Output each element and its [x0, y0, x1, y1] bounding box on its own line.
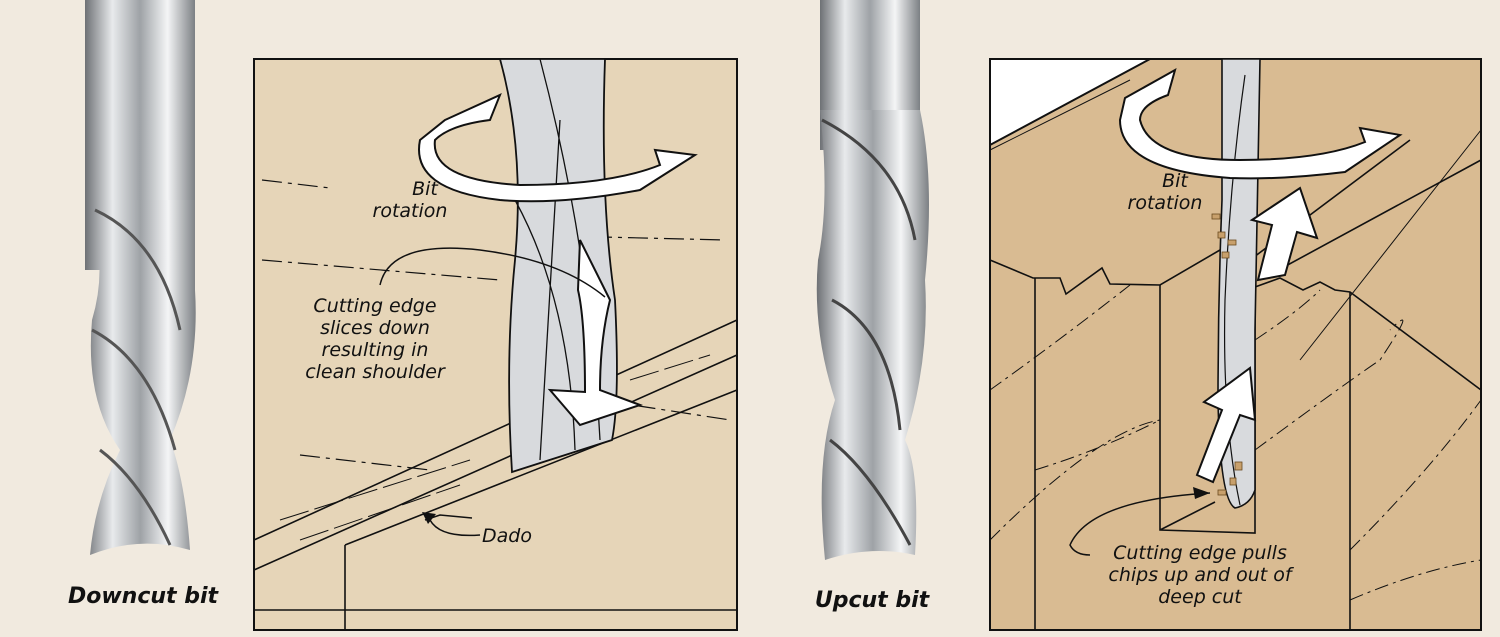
upward-arrow-bottom [1195, 366, 1257, 484]
downcut-bit-photo [85, 0, 196, 555]
label-line: rotation [372, 200, 448, 222]
label-line: Cutting edge [313, 295, 437, 317]
upcut-bit-caption: Upcut bit [814, 588, 930, 613]
downcut-diagram [253, 58, 738, 631]
label-line: rotation [1127, 192, 1203, 214]
upcut-diagram [989, 58, 1482, 631]
label-line: Bit [1162, 170, 1188, 192]
label-line: chips up and out of [1108, 564, 1292, 586]
upcut-cutting-edge-label: Cutting edge pulls chips up and out of d… [1080, 542, 1320, 608]
label-line: Bit [412, 178, 438, 200]
downcut-cutting-edge-label: Cutting edge slices down resulting in cl… [285, 295, 465, 383]
upcut-bit-photo [816, 0, 929, 560]
downcut-bit-rotation-label: Bit rotation [365, 178, 455, 222]
label-line: slices down [320, 317, 430, 339]
label-line: clean shoulder [305, 361, 445, 383]
downward-arrow [547, 239, 643, 427]
label-line: deep cut [1158, 586, 1242, 608]
downcut-bit-caption: Downcut bit [67, 584, 219, 609]
label-line: resulting in [321, 339, 429, 361]
label-line: Cutting edge pulls [1113, 542, 1287, 564]
rotation-arrow [1118, 67, 1403, 180]
upward-arrow-top [1249, 186, 1319, 282]
upcut-bit-rotation-label: Bit rotation [1115, 170, 1215, 214]
dado-label: Dado [482, 525, 532, 547]
rotation-arrow [418, 93, 698, 203]
